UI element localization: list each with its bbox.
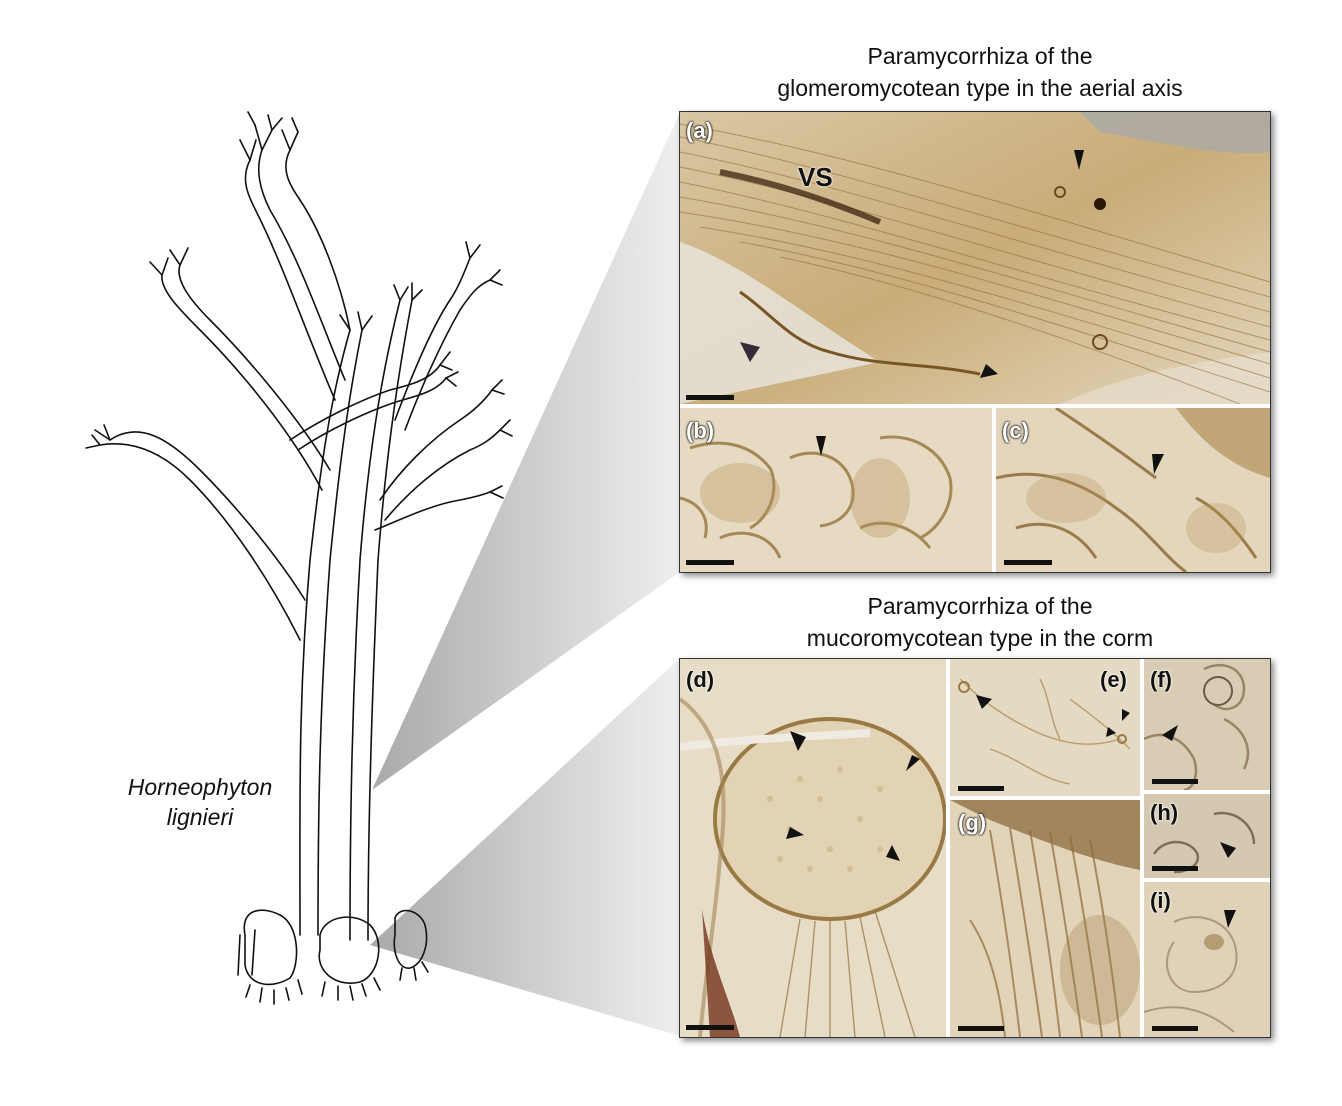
top-title-line1: Paramycorrhiza of the [867,43,1093,69]
divider-f-h [1144,790,1270,794]
bottom-panel-frame: (d) (e) [679,658,1271,1038]
vs-annotation: VS [798,162,833,192]
panel-label-d: (d) [686,667,715,692]
panel-label-i: (i) [1150,888,1171,913]
divider-vertical-top [992,404,996,572]
micrograph-panel-b: (b) [680,408,992,572]
divider-h-i [1144,878,1270,882]
micrograph-panel-c: (c) [996,408,1270,572]
species-label: Horneophyton lignieri [100,772,300,832]
micrograph-panel-d: (d) [680,659,946,1037]
micrograph-f-image [1144,659,1270,790]
micrograph-panel-a: (a) VS [680,112,1270,404]
panel-label-f: (f) [1150,667,1172,692]
divider-vertical-1 [946,659,950,1037]
micrograph-panel-h: (h) [1144,794,1270,878]
panel-label-a: (a) [686,118,713,143]
scale-bar-e [958,786,1004,791]
top-panel-frame: (a) VS (b) [679,111,1271,573]
bottom-title-line2: mucoromycotean type in the corm [806,625,1154,651]
micrograph-panel-i: (i) [1144,882,1270,1037]
scale-bar-c [1004,560,1052,565]
top-section-title: Paramycorrhiza of the glomeromycotean ty… [680,40,1280,104]
zoom-wedge-top [372,112,680,790]
panel-label-c: (c) [1002,418,1029,443]
bottom-title-line1: Paramycorrhiza of the [867,593,1093,619]
panel-label-h: (h) [1150,800,1179,825]
micrograph-panel-e: (e) [950,659,1140,796]
micrograph-h-image [1144,794,1270,878]
panel-label-g: (g) [958,810,987,835]
scale-bar-g [958,1026,1004,1031]
micrograph-panel-g: (g) [950,800,1140,1037]
scale-bar-d [686,1025,734,1030]
scale-bar-i [1152,1026,1198,1031]
micrograph-e-image [950,659,1140,796]
micrograph-b-image [680,408,992,572]
plant-illustration [85,111,513,1005]
scale-bar-b [686,560,734,565]
divider-horizontal-top [680,404,1270,408]
micrograph-a-image [680,112,1270,404]
micrograph-i-image [1144,882,1270,1037]
zoom-wedge-bottom [370,658,680,1036]
scale-bar-a [686,395,734,400]
top-title-line2: glomeromycotean type in the aerial axis [777,75,1183,101]
species-genus: Horneophyton [127,774,273,800]
divider-e-g [950,796,1140,800]
micrograph-c-image [996,408,1270,572]
species-epithet: lignieri [166,804,234,830]
scale-bar-h [1152,866,1198,871]
panel-label-e: (e) [1100,667,1127,692]
bottom-section-title: Paramycorrhiza of the mucoromycotean typ… [680,590,1280,654]
panel-label-b: (b) [686,418,715,443]
micrograph-d-image [680,659,946,1037]
scale-bar-f [1152,779,1198,784]
micrograph-g-image [950,800,1140,1037]
divider-vertical-2 [1140,659,1144,1037]
micrograph-panel-f: (f) [1144,659,1270,790]
